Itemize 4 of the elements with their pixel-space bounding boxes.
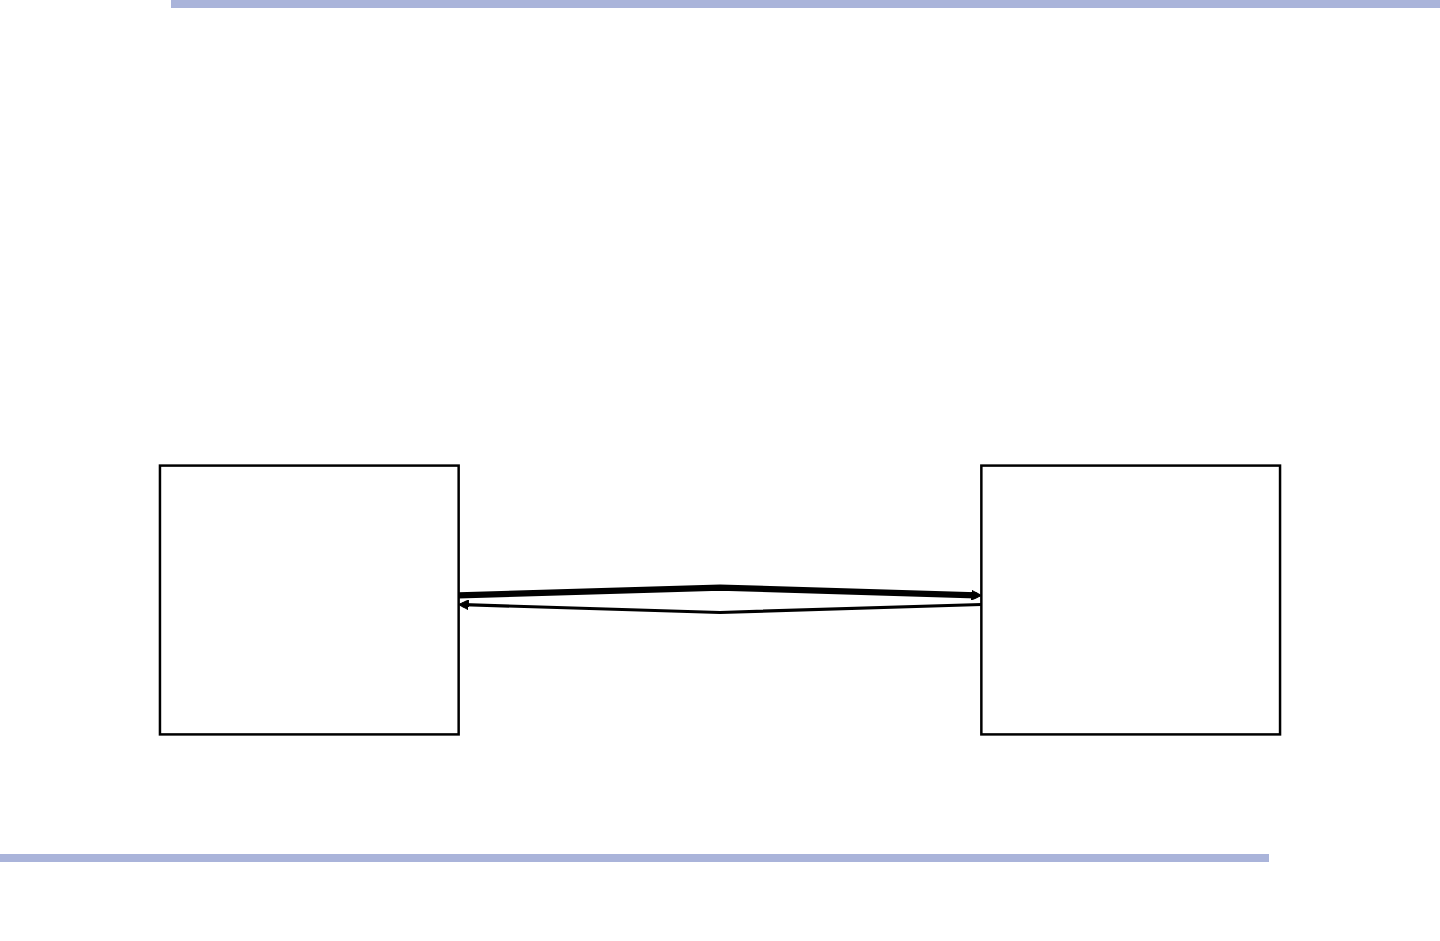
arrow: [458, 599, 982, 614]
node-box: [980, 464, 1282, 736]
arrow: [458, 584, 982, 601]
node-box: [158, 464, 460, 736]
